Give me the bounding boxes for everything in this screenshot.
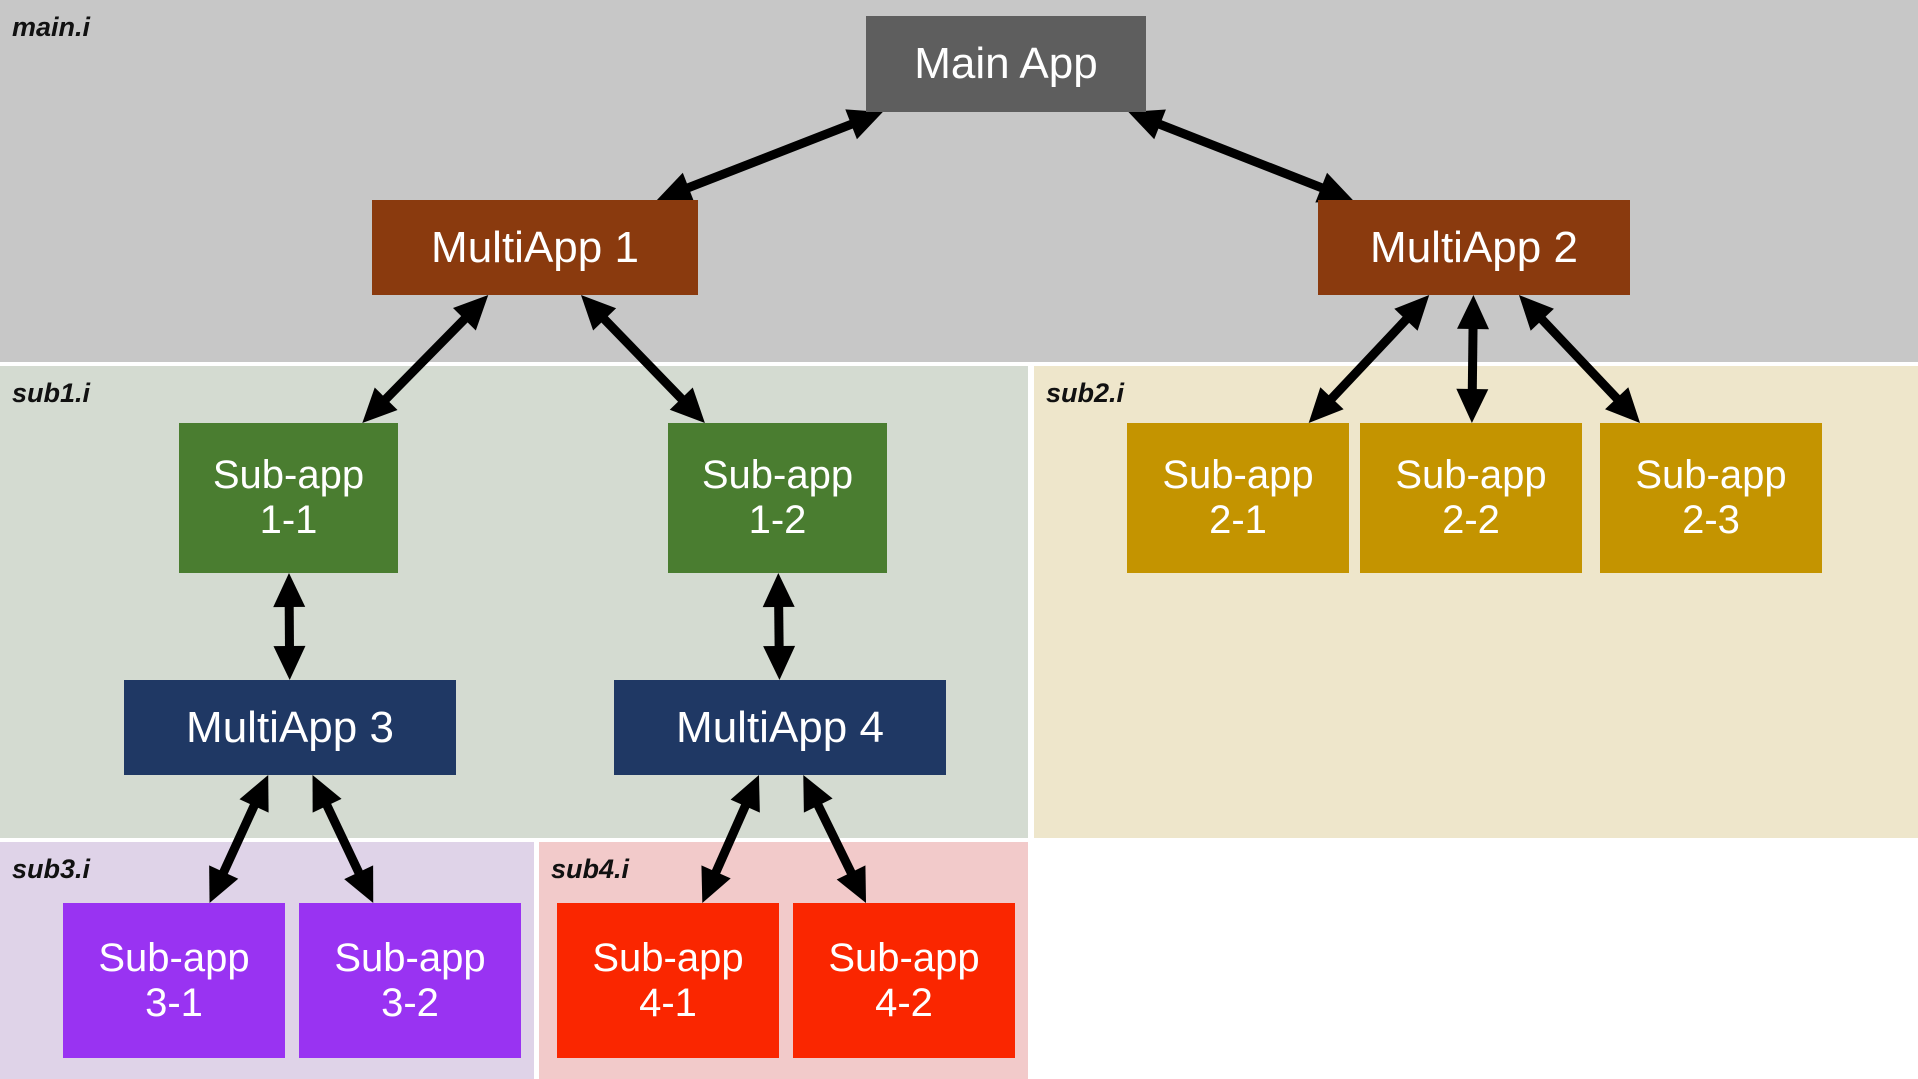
panel-label-main: main.i [12, 12, 91, 42]
panel-label-sub2: sub2.i [1046, 378, 1125, 408]
node-multiapp-2[interactable]: MultiApp 2 [1318, 200, 1630, 295]
node-label-sub-app-1-1: Sub-app [212, 453, 365, 498]
panel-label-sub3: sub3.i [12, 854, 91, 884]
node-sublabel-sub-app-3-1: 3-1 [145, 980, 203, 1025]
panel-label-sub1: sub1.i [12, 378, 91, 408]
node-label-sub-app-4-2: Sub-app [828, 935, 980, 980]
node-sublabel-sub-app-3-2: 3-2 [381, 980, 439, 1025]
node-label-multiapp-2: MultiApp 2 [1370, 222, 1578, 272]
node-sublabel-sub-app-2-1: 2-1 [1209, 498, 1267, 542]
node-multiapp-4[interactable]: MultiApp 4 [614, 680, 946, 775]
node-label-multiapp-3: MultiApp 3 [186, 702, 394, 752]
node-label-multiapp-1: MultiApp 1 [431, 222, 639, 272]
node-label-sub-app-2-2: Sub-app [1395, 453, 1547, 498]
node-multiapp-3[interactable]: MultiApp 3 [124, 680, 456, 775]
node-main-app[interactable]: Main App [866, 16, 1146, 112]
node-label-main-app: Main App [914, 39, 1098, 89]
node-label-multiapp-4: MultiApp 4 [676, 702, 884, 752]
node-sublabel-sub-app-1-2: 1-2 [748, 498, 807, 542]
node-multiapp-1[interactable]: MultiApp 1 [372, 200, 698, 295]
node-label-sub-app-2-3: Sub-app [1635, 453, 1787, 498]
node-label-sub-app-4-1: Sub-app [592, 935, 744, 980]
node-sublabel-sub-app-4-1: 4-1 [639, 980, 697, 1025]
panel-label-sub4: sub4.i [551, 854, 630, 884]
node-sublabel-sub-app-2-2: 2-2 [1442, 498, 1500, 542]
node-label-sub-app-1-2: Sub-app [701, 453, 854, 498]
node-label-sub-app-3-1: Sub-app [98, 935, 250, 980]
node-sublabel-sub-app-1-1: 1-1 [259, 498, 318, 542]
node-sublabel-sub-app-2-3: 2-3 [1682, 498, 1740, 542]
node-label-sub-app-3-2: Sub-app [334, 935, 486, 980]
node-sublabel-sub-app-4-2: 4-2 [875, 980, 933, 1025]
node-label-sub-app-2-1: Sub-app [1162, 453, 1314, 498]
